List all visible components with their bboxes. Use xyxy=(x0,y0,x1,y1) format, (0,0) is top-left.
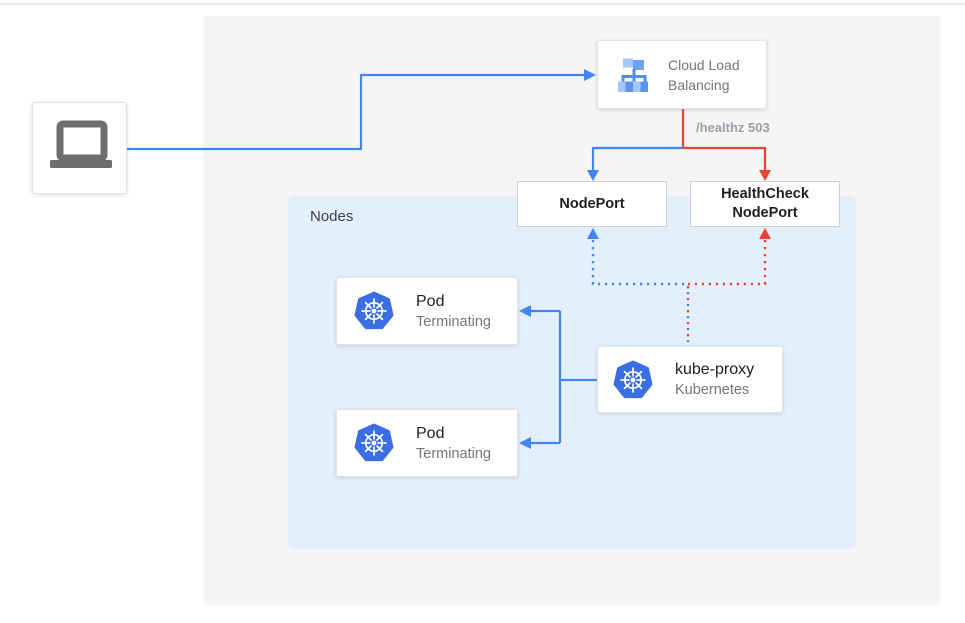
clb-label-line2: Balancing xyxy=(668,76,730,93)
healthcheck-label-line1: HealthCheck xyxy=(721,186,809,202)
kubernetes-icon xyxy=(354,423,394,463)
laptop-icon xyxy=(48,120,112,177)
kube-proxy-node: kube-proxy Kubernetes xyxy=(597,346,783,413)
pod1-node: Pod Terminating xyxy=(336,277,518,345)
client-node xyxy=(32,102,127,194)
kube-proxy-title: kube-proxy xyxy=(675,361,755,378)
clb-label-line1: Cloud Load xyxy=(668,56,740,73)
cloud-load-balancing-icon xyxy=(614,55,654,95)
kubernetes-icon xyxy=(354,291,394,331)
pod2-node: Pod Terminating xyxy=(336,409,518,477)
pod1-title: Pod xyxy=(416,292,445,310)
kubernetes-icon xyxy=(613,360,653,400)
healthcheck-label-line2: NodePort xyxy=(732,205,798,221)
pod2-status: Terminating xyxy=(416,445,491,462)
pod2-title: Pod xyxy=(416,424,445,442)
healthcheck-nodeport-node: HealthCheck NodePort xyxy=(690,181,840,227)
pod1-status: Terminating xyxy=(416,313,491,330)
kube-proxy-subtitle: Kubernetes xyxy=(675,382,750,398)
healthz-annotation: /healthz 503 xyxy=(696,120,770,135)
nodeport-node: NodePort xyxy=(517,181,667,227)
top-divider xyxy=(0,3,965,5)
cloud-load-balancing-node: Cloud Load Balancing xyxy=(597,40,767,109)
nodeport-label: NodePort xyxy=(559,195,625,212)
nodes-group-label: Nodes xyxy=(310,208,354,225)
